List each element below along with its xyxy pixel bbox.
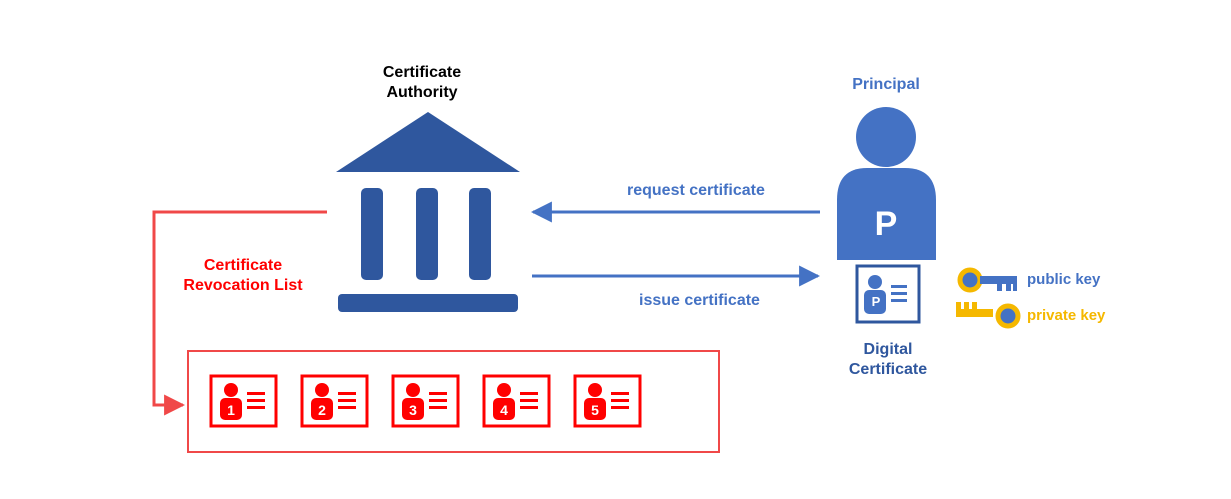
crl-label-line1: Certificate [203, 257, 283, 274]
person-icon [837, 107, 936, 260]
request-certificate-label: request certificate [627, 182, 765, 199]
digital-certificate-icon [855, 264, 921, 324]
ca-label-line2: Authority [386, 84, 458, 101]
digital-certificate-label-line1: Digital [863, 341, 913, 358]
bank-building-icon [336, 112, 520, 312]
ca-label: Certificate Authority [357, 63, 487, 103]
revoked-certificate-number: 1 [227, 402, 235, 418]
revoked-certificate-card [209, 374, 278, 428]
crl-label-line2: Revocation List [183, 277, 303, 294]
revoked-certificate-number: 2 [318, 402, 326, 418]
principal-label: Principal [852, 76, 920, 93]
digital-certificate-label: Digital Certificate [828, 340, 948, 380]
crl-connector-arrow [152, 210, 327, 416]
revoked-certificate-card [300, 374, 369, 428]
public-key-label: public key [1027, 271, 1101, 288]
revoked-certificate-number: 4 [500, 402, 508, 418]
digital-certificate-label-line2: Certificate [848, 361, 928, 378]
principal-badge-letter: P [874, 205, 898, 243]
revoked-certificate-card [482, 374, 551, 428]
revoked-certificate-card [573, 374, 642, 428]
revoked-certificate-number: 3 [409, 402, 417, 418]
ca-label-line1: Certificate [382, 64, 462, 81]
revoked-certificate-card [391, 374, 460, 428]
digital-certificate-badge-letter: P [871, 294, 881, 309]
issue-certificate-label: issue certificate [639, 292, 760, 309]
private-key-icon [956, 302, 1021, 329]
crl-label: Certificate Revocation List [168, 256, 318, 296]
private-key-label: private key [1027, 307, 1106, 324]
public-key-icon [957, 267, 1017, 293]
revoked-certificate-number: 5 [591, 402, 599, 418]
